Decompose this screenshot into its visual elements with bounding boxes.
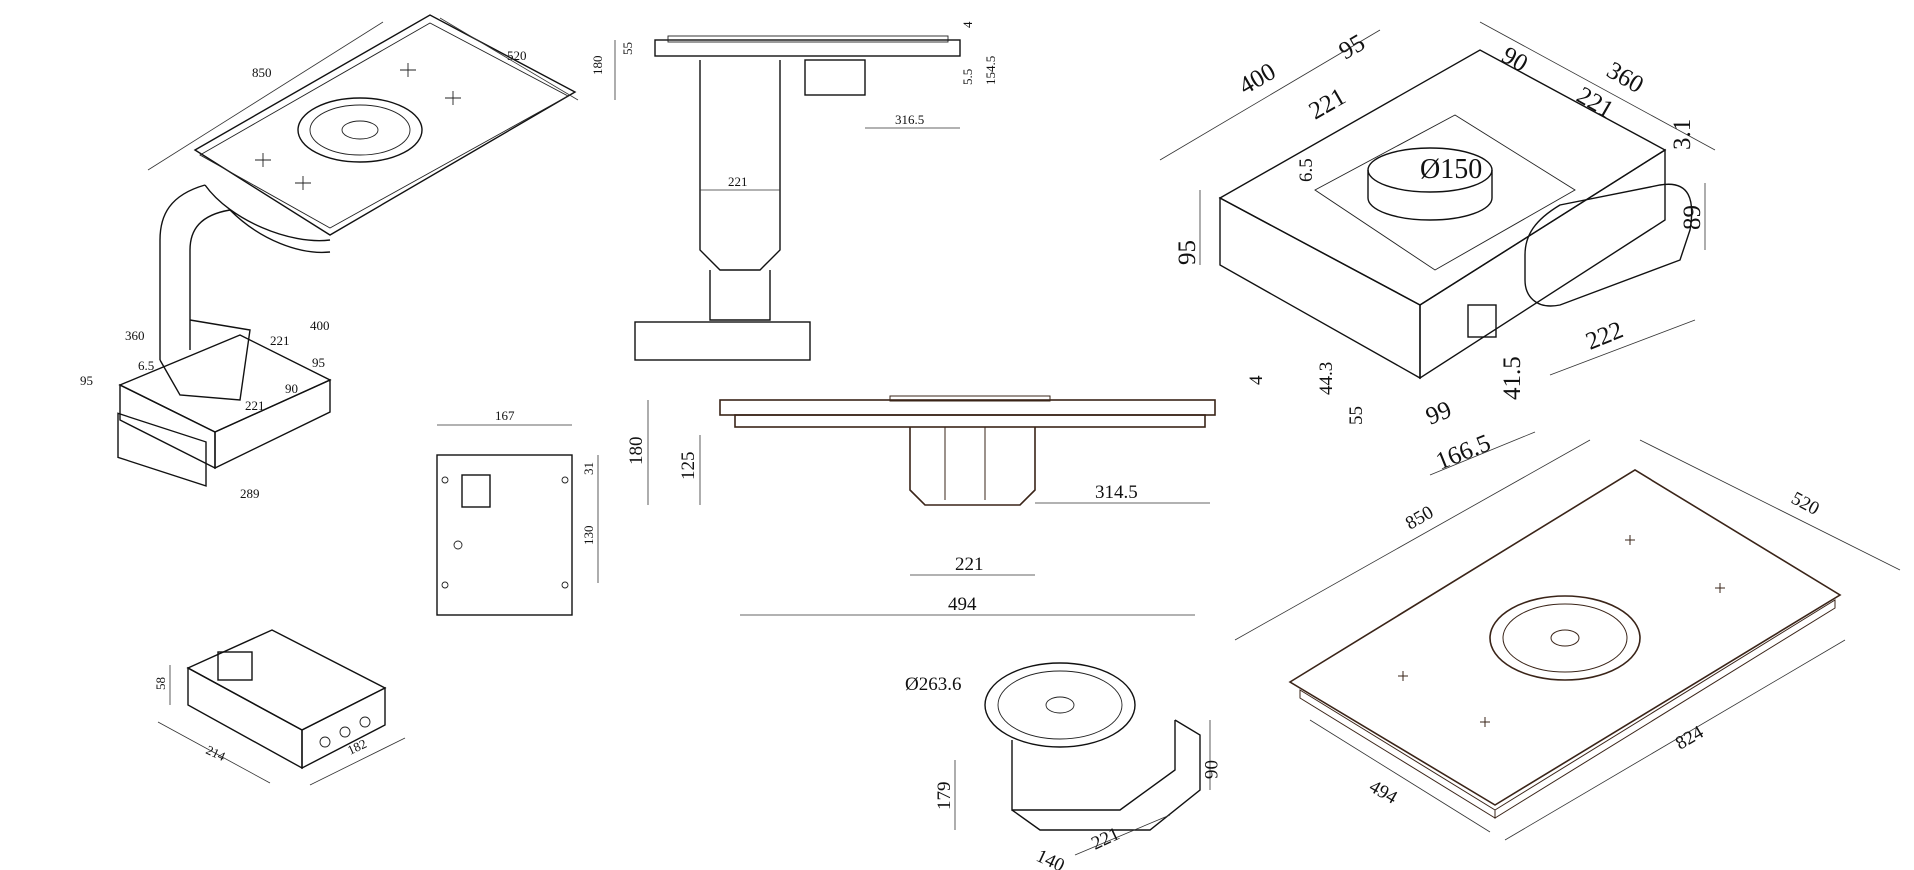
- front-height-label: 180: [626, 437, 647, 466]
- front-duct-width-label: 221: [955, 554, 984, 575]
- side-duct-width-label: 221: [728, 174, 748, 189]
- assembly-box-width-label: 400: [310, 318, 330, 333]
- box-outlet-height-label: 89: [1679, 205, 1706, 230]
- bracket-width-label: 167: [495, 408, 515, 423]
- control-length-label: 214: [204, 742, 228, 764]
- cooktop-cutout-width-label: 494: [1366, 776, 1402, 809]
- front-depth-b-label: 55: [1346, 406, 1367, 425]
- front-offset-label: 4: [1246, 375, 1267, 385]
- fan-unit-height-label: 06: [1200, 760, 1221, 779]
- fan-width-label: 221: [1088, 823, 1123, 854]
- assembly-box-height-label: 95: [80, 373, 93, 388]
- assembly-width-label: 520: [507, 48, 527, 63]
- cooktop-cutout-length-label: 824: [1672, 722, 1708, 755]
- box-total-offset-label: 166.5: [1432, 429, 1494, 475]
- box-spigot-b-label: 221: [1572, 82, 1618, 124]
- assembly-iso-view: 850 520 360 400 6.5 95 221 95 221 90 289: [80, 14, 579, 501]
- side-thickness-label: 4: [960, 21, 975, 28]
- box-length-label: 400: [1235, 58, 1281, 100]
- cooktop-width-label: 520: [1788, 488, 1823, 520]
- box-spigot-offset-label: 95: [1335, 29, 1370, 65]
- cooktop-iso-view: 850 520 824 494: [1234, 439, 1901, 841]
- front-elevation-view: 180 125 4 44.3 55 314.5 221 494: [626, 362, 1367, 616]
- assembly-duct-b-label: 95: [312, 355, 325, 370]
- assembly-box-offset-label: 6.5: [138, 358, 154, 373]
- assembly-box-depth-label: 360: [125, 328, 145, 343]
- box-iso-view: Ø150 400 95 221 90 221 360 3.1 6.5 95 89…: [1159, 21, 1716, 476]
- fan-depth-label: 140: [1033, 845, 1068, 870]
- bracket-top-label: 31: [581, 462, 596, 475]
- fan-diameter-label: Ø263.6: [905, 674, 961, 695]
- assembly-length-label: 850: [252, 65, 272, 80]
- assembly-duct-a-label: 221: [270, 333, 290, 348]
- front-duct-height-label: 125: [678, 452, 699, 481]
- front-projection-label: 314.5: [1095, 482, 1138, 503]
- box-edge-label: 6.5: [1296, 158, 1317, 182]
- box-outlet-offset-label: 41.5: [1499, 356, 1526, 400]
- bracket-height-label: 130: [581, 526, 596, 546]
- side-projection-label: 316.5: [895, 112, 924, 127]
- assembly-box-front-label: 289: [240, 486, 260, 501]
- side-right-gap-label: 5.5: [960, 69, 975, 85]
- box-side-offset-label: 99: [1422, 396, 1455, 430]
- fan-height-label: 179: [934, 782, 955, 811]
- assembly-duct-c-label: 221: [245, 398, 265, 413]
- side-section-view: 180 55 4 5.5 154.5 221 316.5: [590, 21, 998, 361]
- bracket-view: 167 31 130: [436, 408, 599, 616]
- control-height-label: 58: [153, 677, 168, 690]
- side-right-height-label: 154.5: [983, 56, 998, 85]
- control-box-view: 58 214 182: [153, 629, 406, 786]
- side-top-gap-label: 55: [620, 42, 635, 55]
- fan-unit-view: Ø263.6 179 140 221 06: [905, 662, 1221, 870]
- box-outlet-width-label: 222: [1582, 316, 1627, 355]
- box-lip-label: 3.1: [1669, 119, 1696, 150]
- assembly-duct-d-label: 90: [285, 381, 298, 396]
- front-cutout-label: 494: [948, 594, 977, 615]
- spigot-diameter-label: Ø150: [1420, 154, 1482, 185]
- control-width-label: 182: [345, 736, 369, 758]
- box-spigot-a-label: 221: [1305, 83, 1351, 125]
- front-depth-a-label: 44.3: [1316, 362, 1337, 395]
- side-height-label: 180: [590, 56, 605, 76]
- box-height-label: 95: [1174, 240, 1201, 265]
